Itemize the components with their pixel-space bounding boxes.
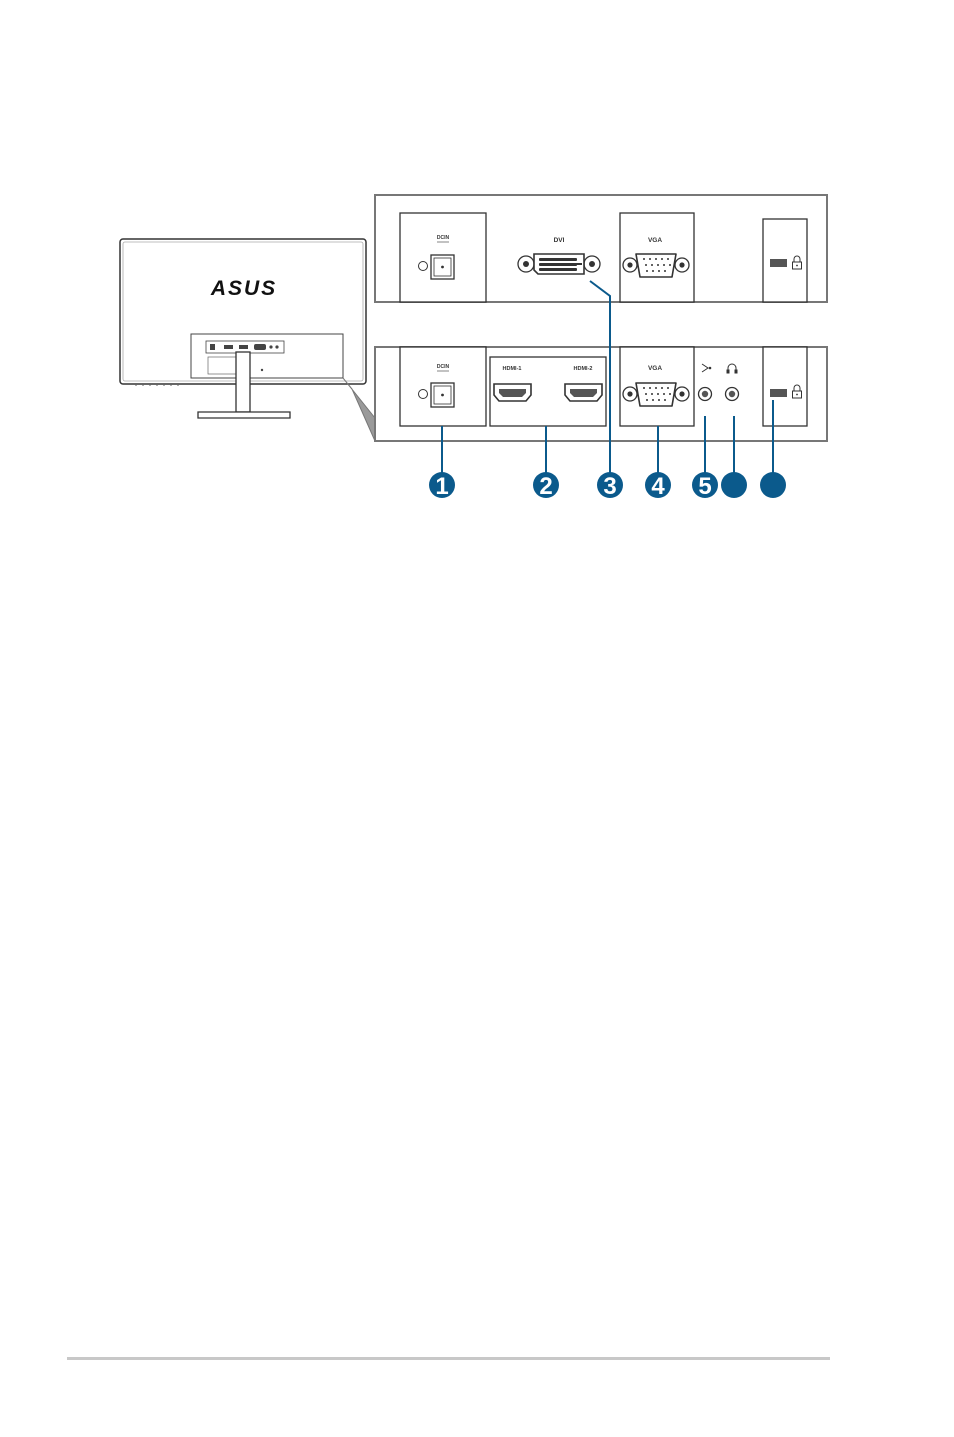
audio-in-jack <box>699 388 712 401</box>
rear-port-mini-hdmi <box>224 345 233 349</box>
callout-number-2: 2 <box>539 473 552 500</box>
rear-port-mini-audio-2 <box>275 345 278 348</box>
callout-number-1: 1 <box>435 473 448 500</box>
connector-panel-top: DCIN DVI VGA <box>375 195 827 302</box>
dc-in-label-bottom: DCIN <box>437 364 450 370</box>
dc-led-bottom <box>419 390 428 399</box>
kensington-slot-bottom <box>770 389 787 397</box>
hdmi2-port <box>565 384 602 401</box>
callout-number-3: 3 <box>603 473 616 500</box>
rear-led <box>261 369 263 371</box>
callout-badge-7 <box>760 472 786 498</box>
rear-port-mini-dc <box>210 344 215 350</box>
headphone-jack <box>726 388 739 401</box>
callout-number-4: 4 <box>651 473 665 500</box>
footer-rule <box>67 1357 830 1360</box>
hdmi1-port <box>494 384 531 401</box>
rear-port-mini-hdmi-2 <box>239 345 248 349</box>
brand-logo: ASUS <box>210 277 277 300</box>
hdmi1-label: HDMI-1 <box>503 366 522 372</box>
hdmi2-label: HDMI-2 <box>574 366 593 372</box>
monitor-rear-view: ASUS <box>120 239 366 418</box>
dc-in-label-top: DCIN <box>437 235 450 241</box>
vga-label-bottom: VGA <box>648 365 662 372</box>
dvi-port <box>518 254 600 274</box>
zoom-wedge <box>343 378 375 441</box>
dc-led-top <box>419 262 428 271</box>
callout-badge-6 <box>721 472 747 498</box>
stand-base <box>198 412 290 418</box>
vga-label-top: VGA <box>648 237 662 244</box>
dvi-label: DVI <box>554 237 565 244</box>
callout-badges: 1 2 3 4 5 <box>429 472 786 500</box>
rear-port-mini-audio <box>269 345 272 348</box>
rear-port-mini-vga <box>254 344 266 350</box>
stand-neck <box>236 352 250 412</box>
kensington-slot-top <box>770 259 787 267</box>
lock-block-bottom <box>763 347 807 426</box>
callout-number-5: 5 <box>698 473 711 500</box>
